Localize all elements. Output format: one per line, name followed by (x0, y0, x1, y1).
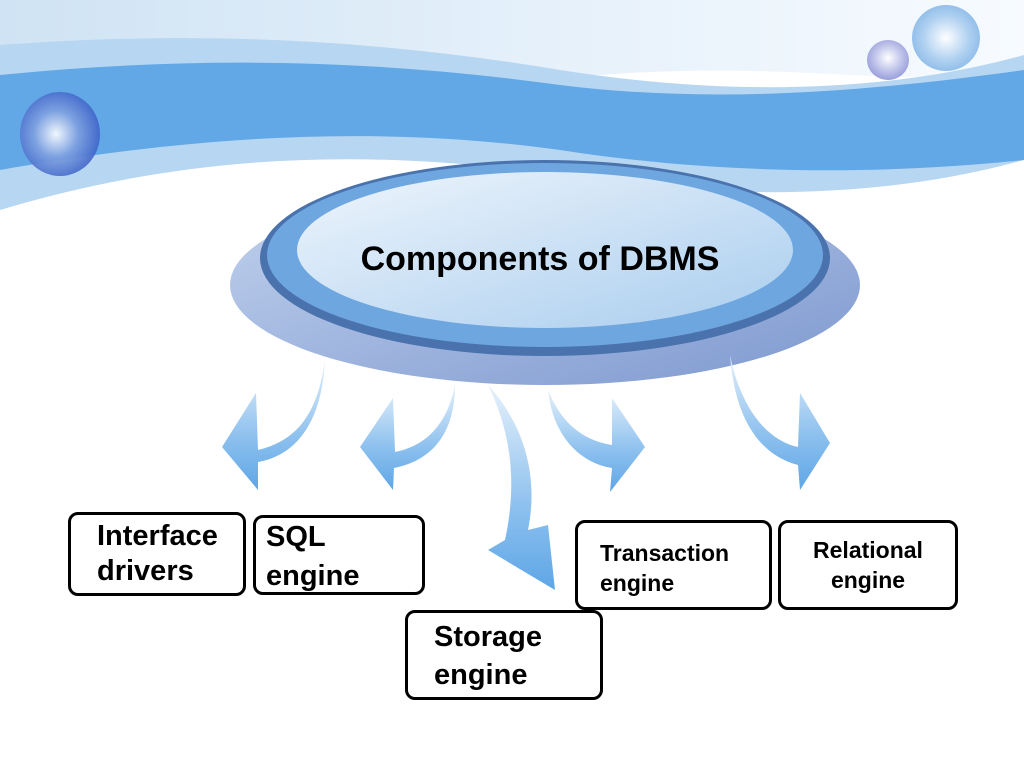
component-label-line2: engine (266, 560, 360, 593)
component-label-line2: engine (830, 566, 906, 593)
header-band (0, 62, 1024, 171)
component-transaction-engine: Transaction engine (575, 520, 772, 610)
component-sql-engine: SQL engine (253, 515, 425, 595)
arrow-storage-engine (488, 385, 555, 590)
component-interface-drivers: Interface drivers (68, 512, 246, 596)
component-label-line2: engine (600, 569, 675, 596)
component-label-line1: Storage (434, 621, 542, 653)
arrow-sql-engine (360, 385, 455, 490)
diagram-title: Components of DBMS (360, 240, 720, 278)
arrow-transaction-engine (548, 390, 645, 492)
component-label-line1: SQL (266, 521, 326, 553)
component-label-line1: Relational (813, 537, 923, 563)
component-storage-engine: Storage engine (405, 610, 603, 700)
component-label-line2: drivers (97, 554, 194, 587)
arrow-relational-engine (730, 355, 830, 490)
orb-right (912, 5, 980, 71)
component-label-line1: Interface (97, 520, 218, 552)
arrow-interface-drivers (222, 360, 325, 490)
component-label-line1: Transaction (600, 540, 730, 566)
orb-small (867, 40, 909, 80)
component-label-line2: engine (434, 658, 528, 691)
orb-left (20, 92, 100, 176)
component-relational-engine: Relational engine (778, 520, 958, 610)
title-ellipse-inner (297, 172, 793, 328)
